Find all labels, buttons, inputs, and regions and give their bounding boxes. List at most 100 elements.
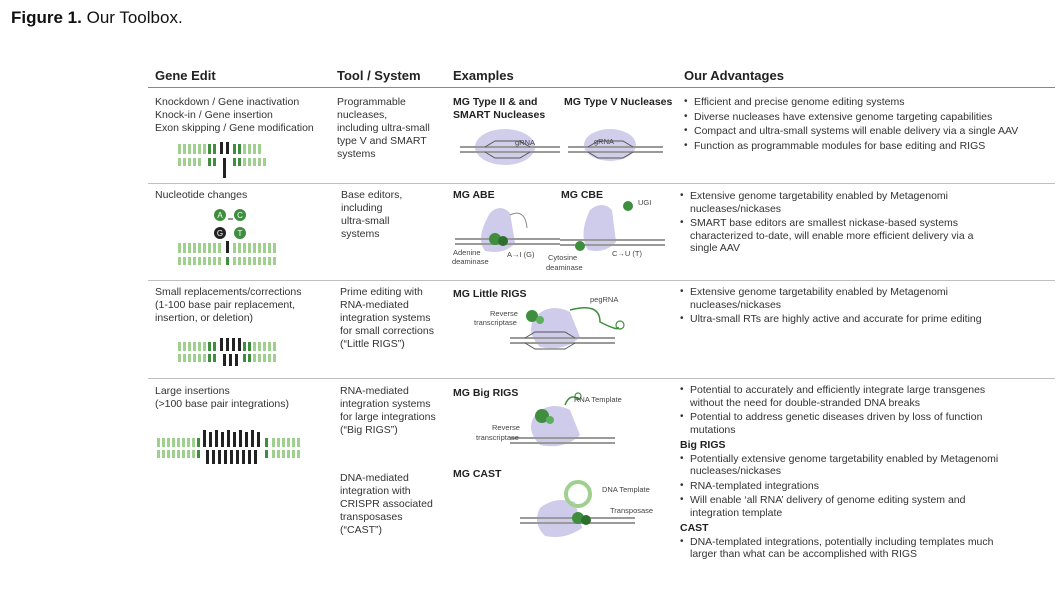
tool-line: integration systems — [340, 312, 431, 324]
advantage-item: DNA-templated integrations, potentially … — [680, 536, 1055, 561]
advantage-line: nucleases/nickases — [690, 202, 782, 215]
advantage-line: integration template — [690, 506, 783, 519]
tool-line: (“CAST”) — [340, 524, 382, 536]
header-advantages: Our Advantages — [684, 68, 784, 83]
dna-barcode-row4 — [157, 430, 300, 464]
grna-label: gRNA — [594, 137, 614, 146]
advantage-line: nucleases/nickases — [690, 298, 782, 311]
tool-line: (“Little RIGS”) — [340, 338, 405, 350]
tool-line: integration with — [340, 485, 411, 497]
header-divider — [148, 87, 1055, 88]
rt-label: Reverse — [490, 309, 518, 318]
gene-edit-line: Knockdown / Gene inactivation — [155, 96, 300, 108]
row2-tool: Base editors, including ultra-small syst… — [341, 189, 402, 241]
big-rigs-diagram: RNA Template Reverse transcriptase — [476, 392, 622, 447]
tool-line: DNA-mediated — [340, 472, 409, 484]
advantage-item: Efficient and precise genome editing sys… — [684, 96, 1054, 109]
dna-barcode-row3 — [178, 338, 276, 366]
advantage-line: Ultra-small RTs are highly active and ac… — [690, 313, 982, 325]
gene-edit-line: (>100 base pair integrations) — [155, 398, 289, 410]
advantage-line: DNA-templated integrations, potentially … — [690, 535, 994, 548]
advantage-line: Potential to address genetic diseases dr… — [690, 411, 983, 423]
advantage-line: Extensive genome targetability enabled b… — [690, 190, 948, 202]
advantage-item: Extensive genome targetability enabled b… — [680, 190, 1050, 215]
grna-label: gRNA — [515, 138, 535, 147]
rt-label: Reverse — [492, 423, 520, 432]
example-title-line: MG Type II & and — [453, 96, 538, 108]
row2-advantages: Extensive genome targetability enabled b… — [680, 190, 1050, 257]
row-divider-3 — [148, 378, 1055, 379]
row1-advantages: Efficient and precise genome editing sys… — [684, 96, 1054, 154]
nucleotide-a: A — [217, 211, 223, 220]
pegrna-label: pegRNA — [590, 295, 618, 304]
row4-advantages: Potential to accurately and efficiently … — [680, 384, 1055, 563]
deaminase-label: deaminase — [452, 257, 489, 266]
transcriptase-label: transcriptase — [476, 433, 519, 442]
tool-line: transposases — [340, 511, 403, 523]
gene-edit-line: insertion, or deletion) — [155, 312, 254, 324]
row4-tool-cast: DNA-mediated integration with CRISPR ass… — [340, 472, 433, 537]
rna-template-label: RNA Template — [574, 395, 622, 404]
header-tool: Tool / System — [337, 68, 421, 83]
gene-edit-line: (1-100 base pair replacement, — [155, 299, 296, 311]
header-examples: Examples — [453, 68, 514, 83]
nucleotide-g: G — [217, 229, 223, 238]
big-rigs-heading: Big RIGS — [680, 439, 726, 451]
row-divider-2 — [148, 280, 1055, 281]
advantage-line: Potentially extensive genome targetabili… — [690, 452, 999, 465]
row3-gene-edit: Small replacements/corrections (1-100 ba… — [155, 286, 301, 325]
advantage-line: larger than what can be accomplished wit… — [690, 548, 918, 560]
dna-template-label: DNA Template — [602, 485, 650, 494]
tool-line: Prime editing with — [340, 286, 423, 298]
advantage-line: nucleases/nickases — [690, 465, 782, 477]
tool-line: integration systems — [340, 398, 431, 410]
row4-example-a: MG Big RIGS — [453, 387, 519, 399]
dna-barcode-row1 — [178, 142, 266, 178]
gene-edit-line: Small replacements/corrections — [155, 286, 302, 298]
advantage-item: Potential to accurately and efficiently … — [680, 384, 1055, 409]
transcriptase-label: transcriptase — [474, 318, 517, 327]
tool-line: RNA-mediated — [340, 385, 409, 397]
row-divider-1 — [148, 183, 1055, 184]
little-rigs-diagram: pegRNA Reverse transcriptase — [474, 295, 625, 350]
advantage-line: Potential to accurately and efficiently … — [690, 384, 986, 396]
row4-tool-rigs: RNA-mediated integration systems for lar… — [340, 385, 436, 437]
row4-gene-edit: Large insertions (>100 base pair integra… — [155, 385, 289, 411]
nuclease-diagram-a: gRNA — [460, 129, 560, 165]
row4-example-b: MG CAST — [453, 468, 502, 480]
nucleotide-t: T — [238, 229, 243, 238]
row1-tool: Programmable nucleases, including ultra-… — [337, 96, 430, 161]
tool-line: Base editors, — [341, 189, 403, 201]
gene-edit-line: Knock-in / Gene insertion — [155, 109, 273, 121]
transposase-label: Transposase — [610, 506, 653, 515]
row3-tool: Prime editing with RNA-mediated integrat… — [340, 286, 434, 351]
advantage-line: mutations — [690, 423, 736, 436]
ugi-label: UGI — [638, 198, 651, 207]
tool-line: CRISPR associated — [340, 498, 433, 510]
row1-gene-edit: Knockdown / Gene inactivation Knock-in /… — [155, 96, 314, 135]
deaminase-label: deaminase — [546, 263, 583, 272]
cast-heading: CAST — [680, 522, 709, 534]
tool-line: for small corrections — [340, 325, 434, 337]
tool-line: type V and SMART — [337, 135, 427, 147]
advantage-item: SMART base editors are smallest nickase-… — [680, 217, 1050, 255]
tool-line: (“Big RIGS”) — [340, 424, 398, 436]
tool-line: including ultra-small — [337, 122, 430, 134]
c-to-u-label: C→U (T) — [612, 249, 642, 258]
advantage-item: Extensive genome targetability enabled b… — [680, 286, 1050, 311]
example-title-line: SMART Nucleases — [453, 109, 546, 121]
cbe-diagram: UGI Cytosine deaminase C→U (T) — [546, 198, 665, 272]
row2-example-b: MG CBE — [561, 189, 603, 201]
tool-line: RNA-mediated — [340, 299, 409, 311]
adenine-label: Adenine — [453, 248, 481, 257]
advantage-item: Compact and ultra-small systems will ena… — [684, 125, 1054, 138]
tool-line: ultra-small — [341, 215, 390, 227]
row2-gene-edit: Nucleotide changes — [155, 189, 248, 201]
advantage-item: Function as programmable modules for bas… — [684, 140, 1054, 153]
tool-line: nucleases, — [337, 109, 388, 121]
tool-line: Programmable — [337, 96, 406, 108]
abe-diagram: Adenine deaminase A→I (G) — [452, 208, 560, 266]
nucleotide-diagram: A C G T — [178, 209, 276, 265]
advantage-item: Potentially extensive genome targetabili… — [680, 453, 1055, 478]
row1-example-a: MG Type II & and SMART Nucleases — [453, 96, 545, 122]
